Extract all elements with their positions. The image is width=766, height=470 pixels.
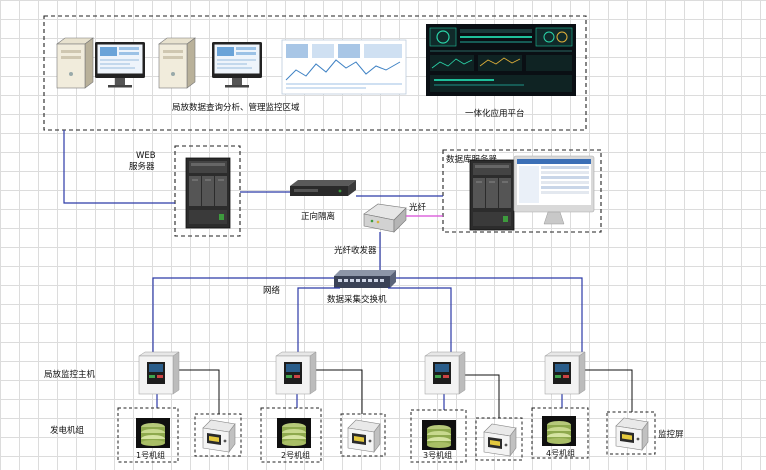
db-workstation-monitor	[513, 155, 595, 225]
unit-1-boundary	[117, 407, 179, 463]
connection-lines	[63, 130, 633, 418]
pd-host-2	[275, 351, 317, 395]
db-server-label: 数据库服务器	[446, 154, 498, 165]
unit-4-boundary	[531, 407, 589, 459]
top-right-area-label: 一体化应用平台	[465, 108, 525, 119]
monitor-screen-4	[615, 417, 649, 451]
unit-1-label: 1号机组	[136, 450, 165, 460]
fiber-transceiver-label: 光纤收发器	[334, 245, 377, 256]
top-area-boundary	[43, 15, 587, 131]
fiber-label: 光纤	[409, 202, 427, 213]
monitor-screen-3	[483, 423, 517, 457]
data-acquisition-switch	[334, 270, 396, 288]
workstation-2	[158, 37, 262, 89]
screen-2-boundary	[340, 413, 386, 457]
genset-3	[422, 420, 456, 450]
web-server-label-line1: WEB	[136, 151, 156, 161]
unit-3-boundary	[410, 409, 467, 463]
screen-3-boundary	[475, 417, 523, 461]
screen-4-boundary	[606, 411, 656, 455]
analysis-dashboard-thumbnail	[281, 39, 407, 95]
genset-2	[277, 418, 311, 448]
pd-host-4	[544, 351, 586, 395]
network-label: 网络	[263, 285, 281, 296]
monitor-screen-1	[202, 419, 236, 453]
isolator-label: 正向隔离	[301, 211, 335, 222]
unit-2-boundary	[260, 407, 322, 463]
top-left-area-label: 局放数据查询分析、管理监控区域	[172, 102, 300, 113]
unit-2-label: 2号机组	[281, 450, 310, 460]
db-server	[469, 159, 515, 231]
generator-group-label: 发电机组	[50, 425, 85, 436]
pd-host-3	[424, 351, 466, 395]
db-server-boundary	[442, 149, 602, 233]
unit-3-label: 3号机组	[423, 450, 452, 460]
genset-1	[136, 418, 170, 448]
genset-4	[542, 416, 576, 446]
monitor-screen-label: 监控屏	[658, 429, 684, 440]
screen-1-boundary	[194, 413, 242, 457]
workstation-1	[56, 37, 145, 89]
forward-isolator	[290, 180, 356, 196]
monitor-screen-2	[347, 419, 381, 453]
platform-dashboard-thumbnail	[426, 24, 576, 96]
web-server	[185, 157, 231, 229]
fiber-transceiver	[363, 203, 407, 233]
web-server-label-line2: 服务器	[129, 161, 155, 172]
switch-label: 数据采集交换机	[327, 294, 387, 305]
unit-4-label: 4号机组	[546, 448, 575, 458]
pd-host-1	[138, 351, 180, 395]
pd-host-label: 局放监控主机	[44, 369, 96, 380]
